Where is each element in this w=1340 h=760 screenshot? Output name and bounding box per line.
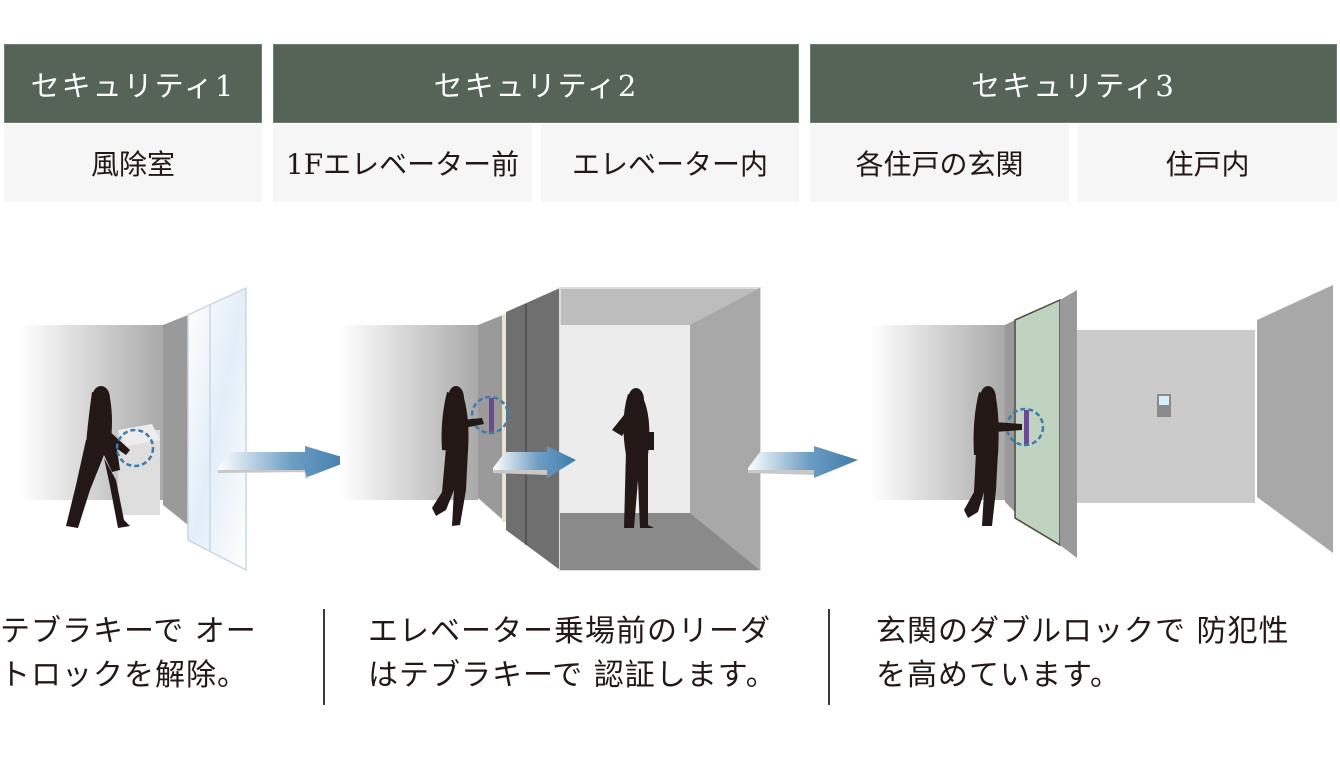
- location-vestibule: 風除室: [4, 124, 262, 202]
- key-reader-icon: [489, 398, 494, 434]
- location-1f-elevator-hall: 1Fエレベーター前: [273, 124, 532, 202]
- section-1-header: セキュリティ1: [4, 44, 262, 123]
- arrow-right-icon: [218, 446, 352, 479]
- location-elevator-interior: エレベーター内: [541, 124, 799, 202]
- description-3-line-2: を高めています。: [876, 658, 1121, 693]
- description-1: テブラキーで オー トロックを解除。: [0, 610, 257, 698]
- description-1-line-1: テブラキーで オー: [0, 614, 257, 649]
- auto-lock-glass-door: [187, 286, 247, 572]
- section-3-header: セキュリティ3: [810, 44, 1337, 123]
- woman-silhouette-icon: [432, 386, 484, 526]
- scene-vestibule: [20, 286, 247, 572]
- description-3: 玄関のダブルロックで 防犯性 を高めています。: [876, 610, 1290, 698]
- woman-silhouette-icon: [964, 386, 1022, 526]
- divider-2: [828, 609, 830, 705]
- woman-silhouette-icon: [612, 388, 654, 528]
- scene-elevator: [340, 287, 761, 571]
- scene-unit-entrance: [870, 285, 1333, 558]
- dashed-highlight-circle-icon: [115, 428, 155, 468]
- woman-silhouette-icon: [66, 386, 130, 528]
- key-reader-icon: [1024, 410, 1029, 446]
- section-2-header: セキュリティ2: [273, 44, 799, 123]
- security-flow-illustration: [20, 285, 1333, 572]
- divider-1: [323, 609, 325, 705]
- arrow-right-icon: [493, 446, 576, 478]
- description-3-line-1: 玄関のダブルロックで 防犯性: [876, 614, 1290, 649]
- side-wall: [163, 315, 188, 525]
- location-unit-interior: 住戸内: [1078, 124, 1337, 202]
- arrow-right-icon: [748, 446, 858, 478]
- entrance-door: [1014, 298, 1061, 547]
- location-unit-entrance: 各住戸の玄関: [810, 124, 1069, 202]
- description-1-line-2: トロックを解除。: [0, 658, 248, 693]
- description-2: エレベーター乗場前のリーダ はテブラキーで 認証します。: [368, 610, 777, 698]
- description-2-line-2: はテブラキーで 認証します。: [368, 658, 777, 693]
- dashed-highlight-circle-icon: [470, 395, 510, 435]
- description-2-line-1: エレベーター乗場前のリーダ: [368, 614, 771, 649]
- elevator-door: [506, 288, 560, 570]
